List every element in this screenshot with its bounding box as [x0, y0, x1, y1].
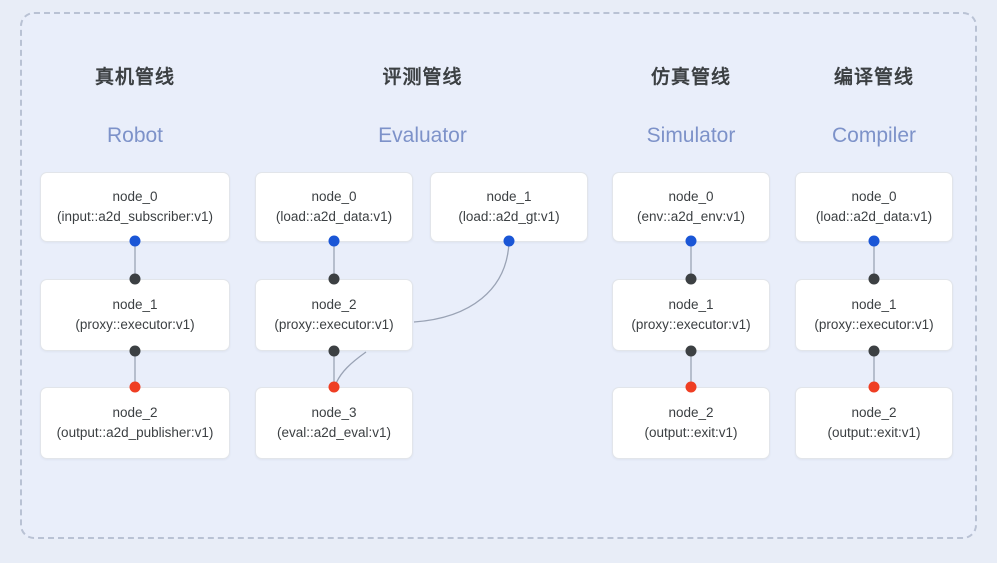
node-compiler-node_1[interactable]: node_1 (proxy::executor:v1): [795, 279, 953, 351]
node-label-name: node_2: [112, 405, 158, 421]
node-label-type: (output::exit:v1): [827, 425, 921, 440]
column-title-en-evaluator: Evaluator: [378, 124, 467, 147]
node-label-name: node_1: [668, 297, 714, 313]
column-title-cn-robot: 真机管线: [94, 67, 175, 88]
node-simulator-node_0[interactable]: node_0 (env::a2d_env:v1): [612, 172, 770, 242]
port-out-compiler-node_0[interactable]: [868, 235, 880, 247]
node-label-type: (proxy::executor:v1): [75, 317, 195, 332]
node-simulator-node_2[interactable]: node_2 (output::exit:v1): [612, 387, 770, 459]
node-label-type: (input::a2d_subscriber:v1): [56, 209, 214, 224]
node-compiler-node_2[interactable]: node_2 (output::exit:v1): [795, 387, 953, 459]
node-label-name: node_0: [311, 189, 357, 205]
node-label-type: (proxy::executor:v1): [814, 317, 934, 332]
node-label-name: node_0: [851, 189, 897, 205]
node-label-name: node_2: [668, 405, 714, 421]
node-label-type: (load::a2d_data:v1): [815, 209, 933, 224]
node-evaluator-node_0[interactable]: node_0 (load::a2d_data:v1): [255, 172, 413, 242]
port-in-robot-node_1[interactable]: [129, 273, 141, 285]
pipeline-column-evaluator: 评测管线 Evaluator: [255, 0, 590, 563]
node-label-name: node_1: [486, 189, 532, 205]
port-in-robot-node_2[interactable]: [129, 381, 141, 393]
node-label-name: node_2: [851, 405, 897, 421]
node-robot-node_0[interactable]: node_0 (input::a2d_subscriber:v1): [40, 172, 230, 242]
port-in-evaluator-node_3[interactable]: [328, 381, 340, 393]
port-in-evaluator-node_2[interactable]: [328, 273, 340, 285]
port-out-compiler-node_1[interactable]: [868, 345, 880, 357]
node-evaluator-node_1[interactable]: node_1 (load::a2d_gt:v1): [430, 172, 588, 242]
column-title-cn-compiler: 编译管线: [833, 67, 914, 88]
node-label-type: (proxy::executor:v1): [631, 317, 751, 332]
node-label-type: (proxy::executor:v1): [274, 317, 394, 332]
node-label-name: node_3: [311, 405, 357, 421]
port-out-evaluator-node_1[interactable]: [503, 235, 515, 247]
node-label-type: (load::a2d_gt:v1): [458, 209, 560, 224]
node-label-name: node_0: [668, 189, 714, 205]
node-label-type: (env::a2d_env:v1): [636, 209, 746, 224]
port-out-robot-node_1[interactable]: [129, 345, 141, 357]
column-title-cn-evaluator: 评测管线: [382, 67, 463, 88]
port-in-compiler-node_2[interactable]: [868, 381, 880, 393]
node-robot-node_2[interactable]: node_2 (output::a2d_publisher:v1): [40, 387, 230, 459]
column-title-en-compiler: Compiler: [831, 124, 917, 147]
column-title-en-simulator: Simulator: [646, 124, 736, 147]
node-simulator-node_1[interactable]: node_1 (proxy::executor:v1): [612, 279, 770, 351]
node-label-name: node_1: [851, 297, 897, 313]
port-in-simulator-node_2[interactable]: [685, 381, 697, 393]
node-evaluator-node_2[interactable]: node_2 (proxy::executor:v1): [255, 279, 413, 351]
port-out-simulator-node_1[interactable]: [685, 345, 697, 357]
node-robot-node_1[interactable]: node_1 (proxy::executor:v1): [40, 279, 230, 351]
node-evaluator-node_3[interactable]: node_3 (eval::a2d_eval:v1): [255, 387, 413, 459]
node-label-type: (eval::a2d_eval:v1): [276, 425, 392, 440]
node-compiler-node_0[interactable]: node_0 (load::a2d_data:v1): [795, 172, 953, 242]
node-label-type: (output::exit:v1): [644, 425, 738, 440]
node-label-name: node_2: [311, 297, 357, 313]
port-out-robot-node_0[interactable]: [129, 235, 141, 247]
pipeline-column-compiler: 编译管线 Compiler: [795, 0, 953, 563]
port-in-simulator-node_1[interactable]: [685, 273, 697, 285]
node-label-name: node_1: [112, 297, 158, 313]
node-label-name: node_0: [112, 189, 158, 205]
pipeline-column-robot: 真机管线 Robot: [40, 0, 230, 563]
node-label-type: (load::a2d_data:v1): [275, 209, 393, 224]
node-label-type: (output::a2d_publisher:v1): [56, 425, 214, 440]
port-out-simulator-node_0[interactable]: [685, 235, 697, 247]
pipeline-column-simulator: 仿真管线 Simulator: [612, 0, 770, 563]
column-title-en-robot: Robot: [106, 124, 164, 147]
column-title-cn-simulator: 仿真管线: [650, 67, 731, 88]
port-out-evaluator-node_2[interactable]: [328, 345, 340, 357]
port-in-compiler-node_1[interactable]: [868, 273, 880, 285]
port-out-evaluator-node_0[interactable]: [328, 235, 340, 247]
